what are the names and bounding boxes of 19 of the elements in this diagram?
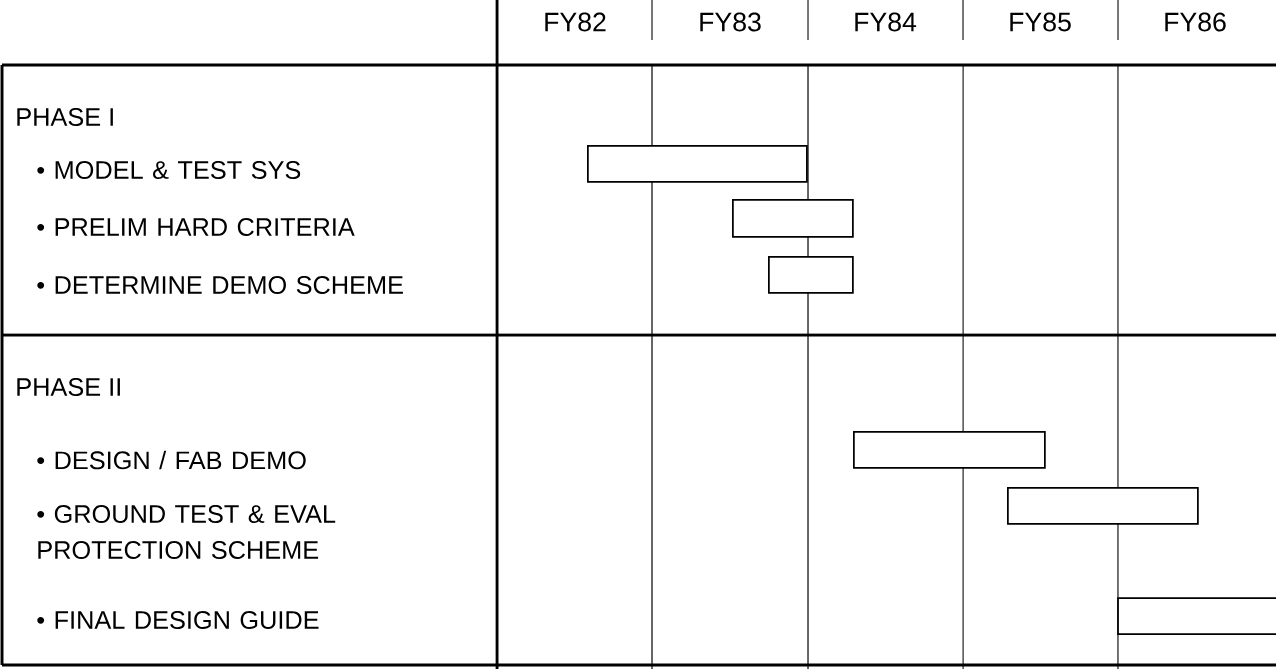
task-bar xyxy=(1007,487,1199,525)
task-label: • GROUND TEST & EVAL PROTECTION SCHEME xyxy=(37,505,336,559)
task-label: • PRELIM HARD CRITERIA xyxy=(37,218,355,236)
year-label: FY85 xyxy=(1010,12,1071,32)
task-bar xyxy=(732,199,854,238)
year-label: FY83 xyxy=(700,12,761,32)
task-label: • FINAL DESIGN GUIDE xyxy=(37,611,319,629)
year-label: FY86 xyxy=(1165,12,1226,32)
year-label: FY82 xyxy=(545,12,606,32)
year-label: FY84 xyxy=(855,12,917,32)
task-bar xyxy=(768,256,854,294)
phase-heading: PHASE II xyxy=(17,378,120,396)
task-label: • DETERMINE DEMO SCHEME xyxy=(37,276,403,294)
task-bar xyxy=(853,431,1046,469)
task-bar xyxy=(1117,597,1276,635)
task-label: • MODEL & TEST SYS xyxy=(37,161,301,179)
task-bar xyxy=(587,145,808,183)
task-label: • DESIGN / FAB DEMO xyxy=(37,450,306,470)
phase-heading: PHASE I xyxy=(17,108,113,126)
